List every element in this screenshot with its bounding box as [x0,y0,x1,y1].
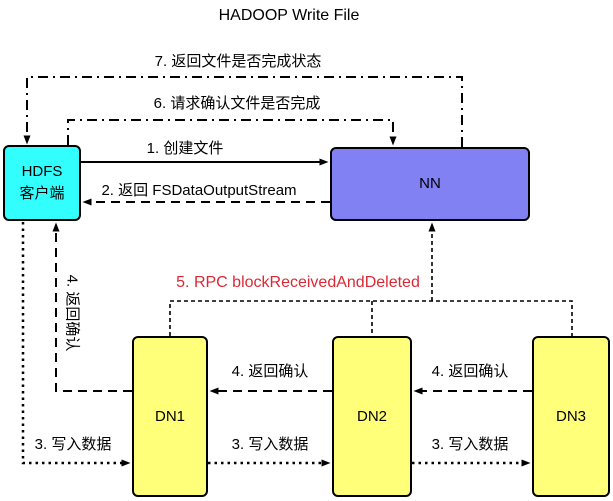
edge-step4-dn1-to-client [52,222,132,392]
edge-label-step3-client-dn1: 3. 写入数据 [34,436,112,453]
hdfs-client-label-line1: HDFS [21,163,63,181]
node-namenode: NN [330,147,530,221]
edge-label-step4-dn2-dn1: 4. 返回确认 [231,363,309,380]
edge-step6-request-confirm [67,119,397,146]
datanode-2-label: DN2 [356,407,387,425]
namenode-label: NN [419,175,441,193]
node-datanode-1: DN1 [132,336,208,497]
edge-label-step5-rpc: 5. RPC blockReceivedAndDeleted [176,274,420,291]
edge-label-step6: 6. 请求确认文件是否完成 [153,95,321,112]
edge-label-step4-dn3-dn2: 4. 返回确认 [431,363,509,380]
edge-label-step2: 2. 返回 FSDataOutputStream [101,182,297,199]
edge-step3-client-to-dn1 [21,222,131,467]
edge-step7-return-file-status [23,76,463,147]
node-datanode-3: DN3 [532,336,610,497]
edge-label-step4-to-client: 4. 返回确认 [63,274,81,352]
edge-label-step1: 1. 创建文件 [146,140,224,157]
edge-label-step7: 7. 返回文件是否完成状态 [154,53,322,70]
node-datanode-2: DN2 [332,336,412,497]
diagram-title: HADOOP Write File [218,7,360,24]
datanode-1-label: DN1 [154,407,185,425]
edge-step5-rpc-bus [169,300,573,336]
hdfs-client-label-line2: 客户端 [19,185,65,202]
datanode-3-label: DN3 [555,407,586,425]
edge-label-step3-dn2-dn3: 3. 写入数据 [431,436,509,453]
edge-label-step3-dn1-dn2: 3. 写入数据 [231,436,309,453]
node-hdfs-client: HDFS 客户端 [3,145,81,221]
